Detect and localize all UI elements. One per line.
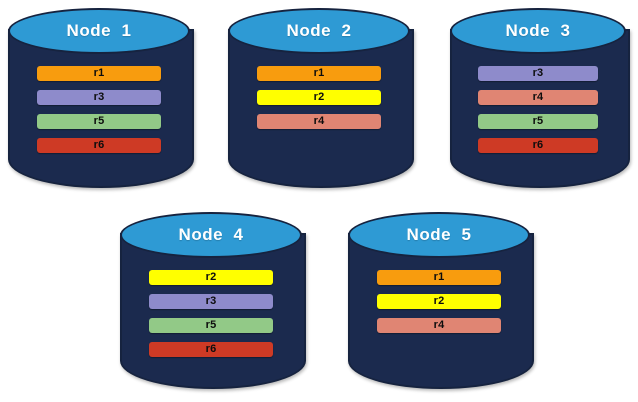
cylinder-body bbox=[228, 29, 414, 188]
cylinder-body bbox=[348, 233, 534, 389]
replica-label: r6 bbox=[93, 139, 105, 151]
replica-label: r5 bbox=[93, 115, 105, 127]
replica-label: r5 bbox=[532, 115, 544, 127]
replica-bar[interactable]: r5 bbox=[36, 114, 162, 129]
replica-label: r4 bbox=[313, 115, 325, 127]
replica-bar[interactable]: r5 bbox=[477, 114, 599, 129]
database-node-1[interactable]: Node 1 r1 r3 r5 r6 bbox=[8, 8, 194, 188]
cylinder-top: Node 4 bbox=[120, 212, 302, 258]
replica-label: r3 bbox=[532, 67, 544, 79]
node-title: Node 2 bbox=[286, 21, 352, 40]
replica-label: r5 bbox=[205, 319, 217, 331]
database-node-5[interactable]: Node 5 r1 r2 r4 bbox=[348, 212, 534, 389]
replica-label: r3 bbox=[93, 91, 105, 103]
replica-bar[interactable]: r3 bbox=[477, 66, 599, 81]
replica-label: r4 bbox=[433, 319, 445, 331]
cylinder-top: Node 5 bbox=[348, 212, 530, 258]
node-title: Node 4 bbox=[178, 225, 244, 244]
database-node-3[interactable]: Node 3 r3 r4 r5 r6 bbox=[450, 8, 630, 188]
replica-bar[interactable]: r4 bbox=[477, 90, 599, 105]
replica-label: r6 bbox=[205, 343, 217, 355]
replica-list: r1 r2 r4 bbox=[228, 66, 410, 129]
replica-label: r6 bbox=[532, 139, 544, 151]
replica-bar[interactable]: r5 bbox=[148, 318, 274, 333]
node-title: Node 3 bbox=[505, 21, 571, 40]
node-title: Node 5 bbox=[406, 225, 472, 244]
database-node-4[interactable]: Node 4 r2 r3 r5 r6 bbox=[120, 212, 306, 389]
node-title: Node 1 bbox=[66, 21, 132, 40]
replica-bar[interactable]: r6 bbox=[148, 342, 274, 357]
replica-label: r1 bbox=[433, 271, 445, 283]
cylinder-top: Node 1 bbox=[8, 8, 190, 54]
replica-list: r3 r4 r5 r6 bbox=[450, 66, 626, 153]
cylinder-body bbox=[120, 233, 306, 389]
replica-bar[interactable]: r4 bbox=[256, 114, 382, 129]
replica-bar[interactable]: r6 bbox=[477, 138, 599, 153]
database-node-2[interactable]: Node 2 r1 r2 r4 bbox=[228, 8, 414, 188]
replica-bar[interactable]: r2 bbox=[376, 294, 502, 309]
replica-list: r2 r3 r5 r6 bbox=[120, 270, 302, 357]
replica-bar[interactable]: r3 bbox=[36, 90, 162, 105]
replica-bar[interactable]: r2 bbox=[256, 90, 382, 105]
replica-bar[interactable]: r1 bbox=[376, 270, 502, 285]
cylinder-top: Node 2 bbox=[228, 8, 410, 54]
replica-list: r1 r2 r4 bbox=[348, 270, 530, 333]
replica-bar[interactable]: r3 bbox=[148, 294, 274, 309]
replica-bar[interactable]: r2 bbox=[148, 270, 274, 285]
replica-bar[interactable]: r4 bbox=[376, 318, 502, 333]
replica-label: r1 bbox=[313, 67, 325, 79]
cylinder-top: Node 3 bbox=[450, 8, 626, 54]
replica-bar[interactable]: r1 bbox=[256, 66, 382, 81]
replica-label: r1 bbox=[93, 67, 105, 79]
cylinder-body bbox=[450, 29, 630, 188]
replica-label: r2 bbox=[433, 295, 445, 307]
replica-label: r2 bbox=[205, 271, 217, 283]
replica-list: r1 r3 r5 r6 bbox=[8, 66, 190, 153]
replica-bar[interactable]: r6 bbox=[36, 138, 162, 153]
replica-bar[interactable]: r1 bbox=[36, 66, 162, 81]
replica-label: r2 bbox=[313, 91, 325, 103]
replica-label: r4 bbox=[532, 91, 544, 103]
replica-label: r3 bbox=[205, 295, 217, 307]
